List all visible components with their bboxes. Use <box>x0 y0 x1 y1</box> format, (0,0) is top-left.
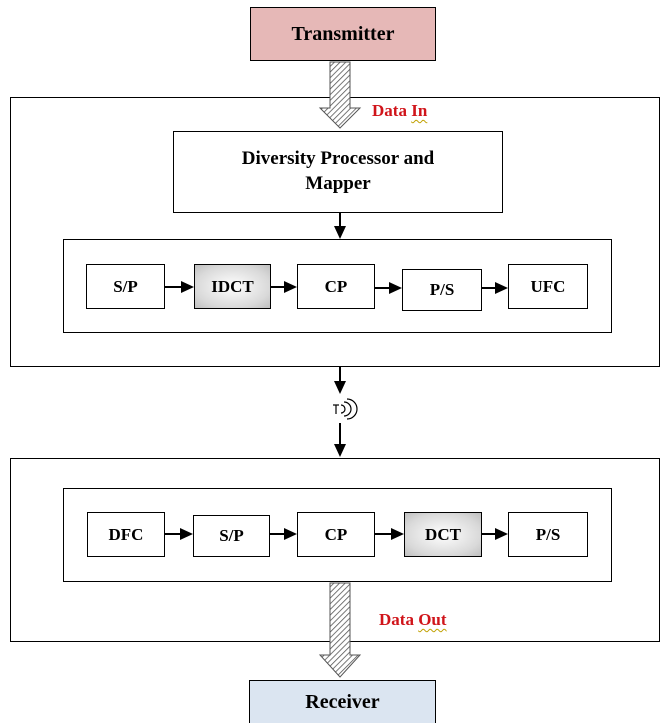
tx-ufc-block: UFC <box>508 264 588 309</box>
rx-ps-block: P/S <box>508 512 588 557</box>
data-out-label: Data Out <box>379 610 447 629</box>
data-in-label: Data In <box>372 101 428 120</box>
rx-dfc-block: DFC <box>87 512 165 557</box>
receiver-label: Receiver <box>305 690 380 713</box>
rx-sp-block: S/P <box>193 515 270 557</box>
transmitter-label: Transmitter <box>291 22 395 45</box>
tx-ps-block: P/S <box>402 269 482 311</box>
tx-cp-block: CP <box>297 264 375 309</box>
diversity-processor-line1: Diversity Processor and <box>241 148 435 170</box>
hatched-arrow-data-in <box>318 61 362 129</box>
rx-dct-block: DCT <box>404 512 482 557</box>
diversity-processor-box: Diversity Processor and Mapper <box>173 131 503 213</box>
tx-idct-block: IDCT <box>194 264 271 309</box>
transmitter-box: Transmitter <box>250 7 436 61</box>
antenna-wireless-icon <box>333 398 358 420</box>
hatched-arrow-data-out <box>318 582 362 678</box>
tx-sp-block: S/P <box>86 264 165 309</box>
rx-cp-block: CP <box>297 512 375 557</box>
receiver-box: Receiver <box>249 680 436 723</box>
diversity-processor-line2: Mapper <box>305 173 371 194</box>
